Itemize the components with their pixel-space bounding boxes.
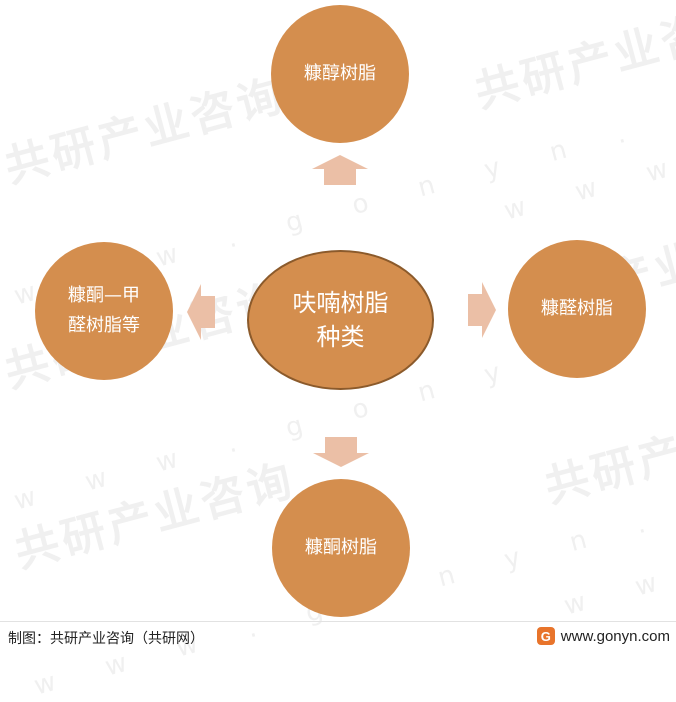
footer-divider xyxy=(0,621,676,622)
node-top: 糠醇树脂 xyxy=(271,5,409,143)
center-node: 呋喃树脂 种类 xyxy=(247,250,434,390)
node-bottom: 糠酮树脂 xyxy=(272,479,410,617)
watermark-brand: 共研产业咨询 xyxy=(9,454,301,579)
arrow-right-icon xyxy=(468,282,496,338)
node-top-label: 糠醇树脂 xyxy=(304,63,376,84)
node-left: 糠酮—甲 醛树脂等 xyxy=(35,242,173,380)
watermark-url: w w w . g o n y n . c o m xyxy=(500,0,676,227)
arrow-up-icon xyxy=(312,155,368,185)
footer-url[interactable]: www.gonyn.com xyxy=(560,627,670,645)
node-bottom-label: 糠酮树脂 xyxy=(305,537,377,558)
center-node-line2: 种类 xyxy=(316,323,365,351)
node-left-line2: 醛树脂等 xyxy=(68,315,140,336)
node-right: 糠醛树脂 xyxy=(508,240,646,378)
watermark-brand: 共研产业咨询 xyxy=(0,69,291,194)
footer-brand: G www.gonyn.com xyxy=(536,627,670,645)
center-node-line1: 呋喃树脂 xyxy=(292,289,389,317)
node-left-line1: 糠酮—甲 xyxy=(68,285,140,306)
watermark-brand: 共研产业咨询 xyxy=(469,0,676,119)
node-right-label: 糠醛树脂 xyxy=(541,298,613,319)
watermark-brand: 共研产业咨询 xyxy=(539,389,676,514)
gonyn-logo-icon: G xyxy=(536,627,555,645)
arrow-down-icon xyxy=(313,437,369,467)
arrow-left-icon xyxy=(187,284,215,340)
footer-source: 制图：共研产业咨询（共研网） xyxy=(8,631,204,647)
watermark-url: w w w . g o n y n . c o m xyxy=(560,368,676,622)
